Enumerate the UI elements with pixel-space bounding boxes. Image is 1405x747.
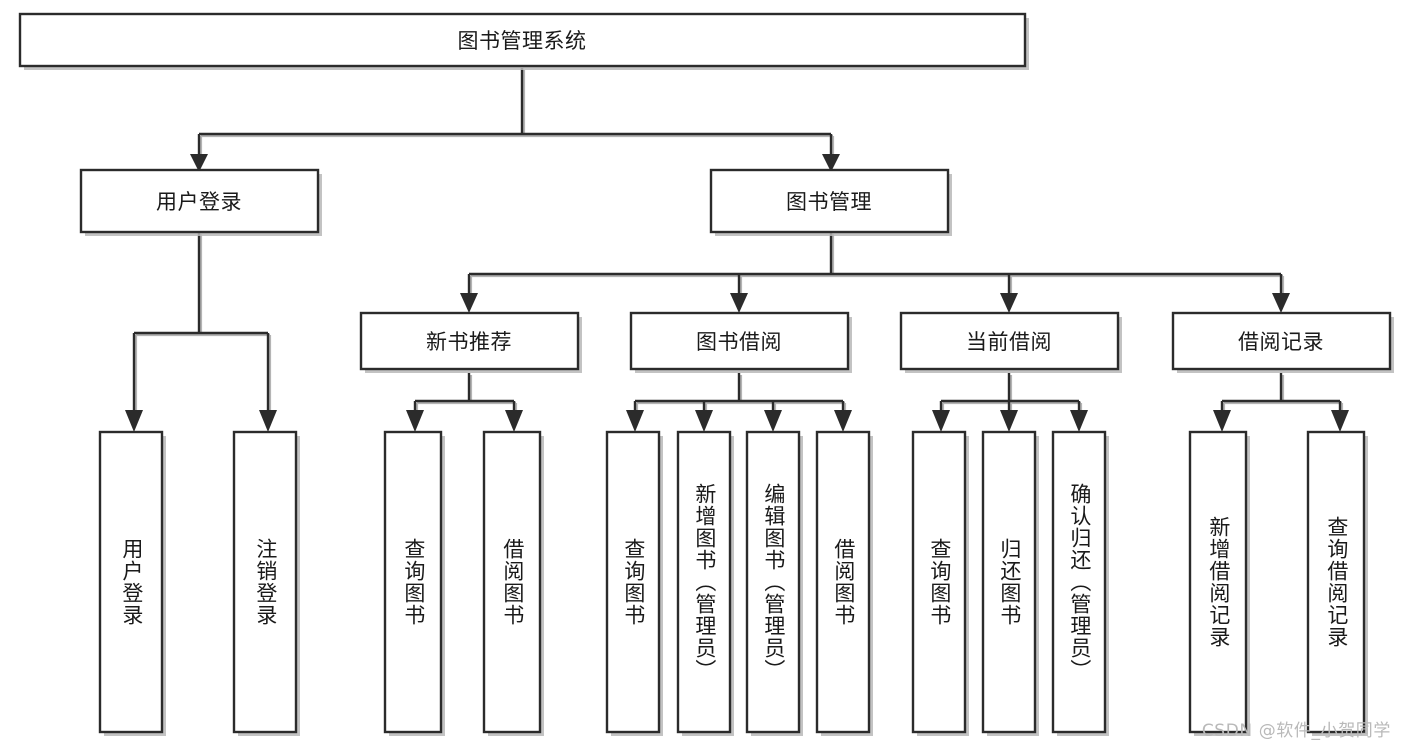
node-leaf-current-borrow-0[interactable] xyxy=(911,430,969,736)
node-book-management-label: 图书管理 xyxy=(786,190,872,214)
connector-layer xyxy=(125,68,1349,432)
watermark-text: CSDN @软件_小贺同学 xyxy=(1201,721,1391,741)
node-user-login-label: 用户登录 xyxy=(156,190,242,214)
node-leaf-user-login-1[interactable] xyxy=(232,430,300,736)
node-leaf-user-login-0[interactable] xyxy=(98,430,166,736)
node-borrow-record[interactable]: 借阅记录 xyxy=(1171,311,1394,373)
node-leaf-current-borrow-2[interactable] xyxy=(1051,430,1109,736)
node-leaf-new-book-0[interactable] xyxy=(383,430,445,736)
node-leaf-book-borrow-3[interactable] xyxy=(815,430,873,736)
node-leaf-borrow-record-0[interactable] xyxy=(1188,430,1250,736)
node-leaf-borrow-record-1[interactable] xyxy=(1306,430,1368,736)
node-current-borrow-label: 当前借阅 xyxy=(966,330,1052,354)
node-leaf-new-book-1[interactable] xyxy=(482,430,544,736)
connector-currentborrow-to-leaves xyxy=(932,373,1088,432)
node-user-login[interactable]: 用户登录 xyxy=(79,168,322,236)
node-book-borrow-label: 图书借阅 xyxy=(696,330,782,354)
node-borrow-record-label: 借阅记录 xyxy=(1238,330,1324,354)
node-new-book-recommend[interactable]: 新书推荐 xyxy=(359,311,582,373)
node-book-management[interactable]: 图书管理 xyxy=(709,168,952,236)
connector-bookmgmt-to-level3 xyxy=(460,232,1290,313)
connector-userlogin-to-leaves xyxy=(125,232,277,432)
connector-borrowrecord-to-leaves xyxy=(1213,373,1349,432)
node-leaf-book-borrow-1[interactable] xyxy=(676,430,734,736)
node-root-label: 图书管理系统 xyxy=(458,29,587,53)
node-book-borrow[interactable]: 图书借阅 xyxy=(629,311,852,373)
node-current-borrow[interactable]: 当前借阅 xyxy=(899,311,1122,373)
connector-bookborrow-to-leaves xyxy=(626,373,852,432)
connector-root-to-level2 xyxy=(190,68,840,172)
node-leaf-book-borrow-2[interactable] xyxy=(745,430,803,736)
node-root[interactable]: 图书管理系统 xyxy=(18,12,1029,70)
node-new-book-recommend-label: 新书推荐 xyxy=(426,330,512,354)
node-leaf-current-borrow-1[interactable] xyxy=(981,430,1039,736)
connector-newbook-to-leaves xyxy=(406,373,523,432)
node-leaf-book-borrow-0[interactable] xyxy=(605,430,663,736)
